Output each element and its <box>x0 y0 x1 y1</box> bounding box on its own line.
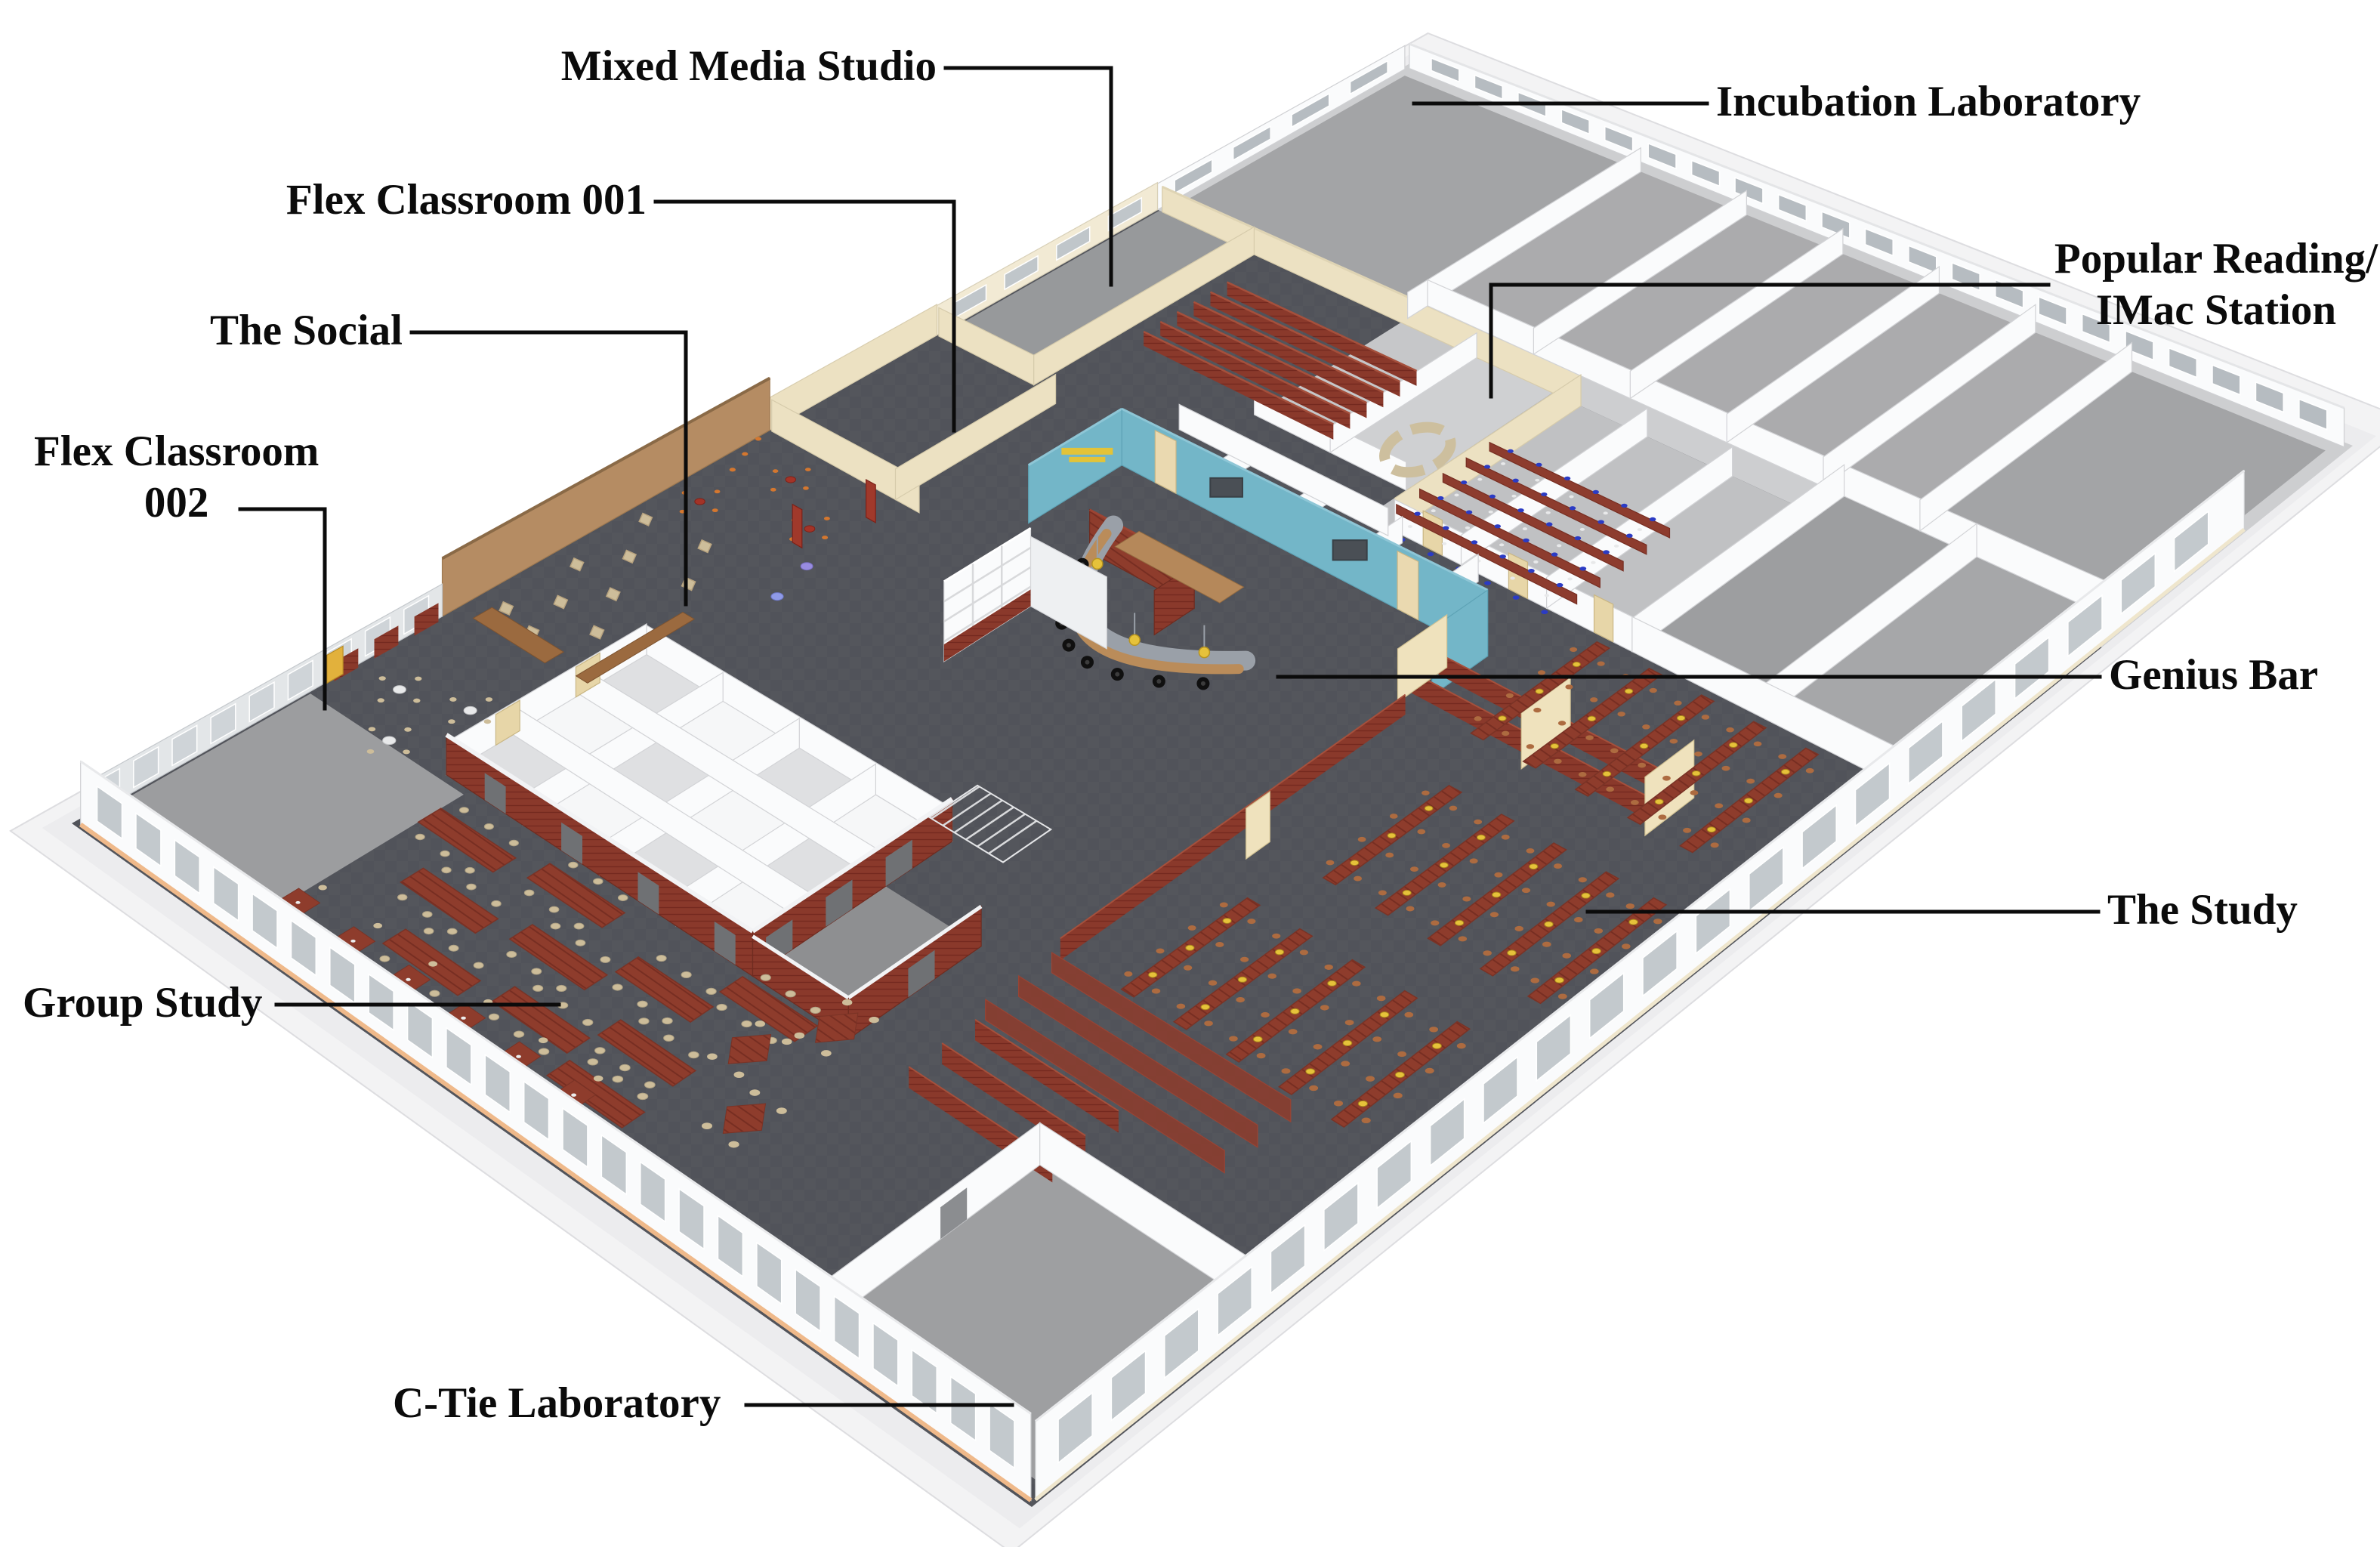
near-facades <box>79 469 2246 1502</box>
c-tie-walls <box>820 1122 1256 1329</box>
popular-reading-stacks <box>1143 281 1456 478</box>
stairs <box>928 784 1053 863</box>
study-tables <box>1120 641 1820 1129</box>
label-leader-lines <box>238 66 2102 1407</box>
genius-bar <box>943 407 1489 697</box>
central-block <box>445 622 983 1040</box>
social-furniture <box>472 437 876 684</box>
group-study-tables <box>275 676 879 1148</box>
